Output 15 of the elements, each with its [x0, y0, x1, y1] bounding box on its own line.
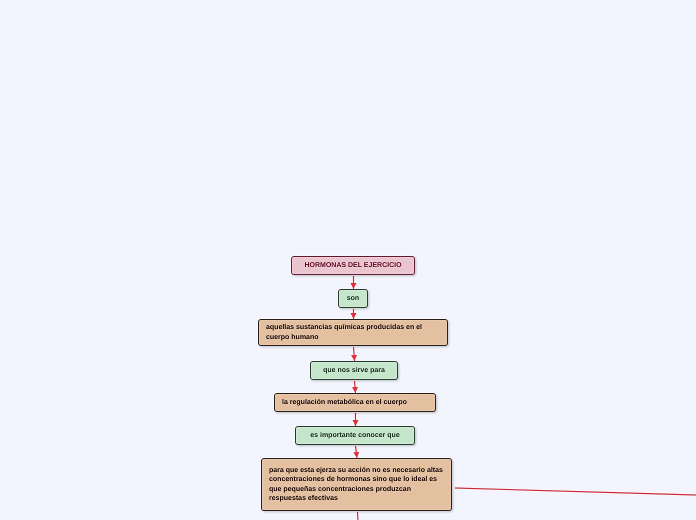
connector-line	[356, 512, 359, 520]
concept-box	[274, 393, 436, 412]
concept-box	[261, 458, 452, 511]
connector-line	[350, 276, 356, 289]
connector-line	[350, 309, 356, 319]
connector-line	[352, 413, 358, 426]
connector-line	[454, 487, 696, 496]
connector-line	[353, 446, 360, 458]
connector-line	[351, 346, 358, 362]
linking-phrase-box	[310, 361, 398, 380]
concept-box	[291, 256, 415, 275]
linking-phrase-box	[338, 289, 368, 308]
concept-box	[258, 319, 448, 346]
connector-line	[352, 380, 358, 394]
linking-phrase-box	[295, 426, 415, 445]
